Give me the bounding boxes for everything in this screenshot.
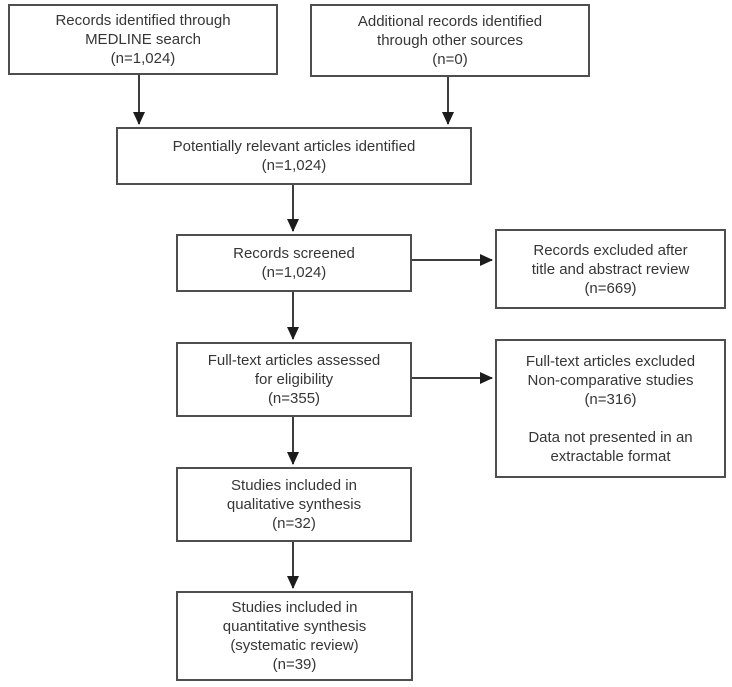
box-text-line: Non-comparative studies [527,371,694,389]
box-text-line: through other sources [377,32,523,49]
box-count: (n=669) [584,279,637,297]
box-text-line: Studies included in [231,599,358,616]
box-qualitative-synthesis: Studies included in qualitative synthesi… [176,467,412,542]
box-text-line: Additional records identified [357,13,543,30]
box-count: (n=0) [432,51,468,68]
box-text-line: title and abstract review [531,260,690,278]
box-fulltext-assessed-eligibility: Full-text articles assessed for eligibil… [176,342,412,417]
box-text-line: extractable format [550,447,671,465]
box-additional-records-other-sources: Additional records identified through ot… [310,4,590,77]
box-quantitative-synthesis: Studies included in quantitative synthes… [176,591,413,681]
box-text-line: Records excluded after [533,241,688,259]
box-count: (n=1,024) [261,264,327,281]
box-text-line: Full-text articles excluded [525,352,696,370]
box-count: (n=1,024) [261,157,327,174]
box-text-line: qualitative synthesis [226,496,362,513]
box-text-line: Potentially relevant articles identified [172,138,416,155]
box-fulltext-excluded: Full-text articles excluded Non-comparat… [495,339,726,478]
box-text-line: Data not presented in an [528,428,693,446]
box-text-line: MEDLINE search [85,31,201,48]
box-records-excluded-title-abstract: Records excluded after title and abstrac… [495,229,726,309]
box-text-line: (systematic review) [230,637,359,654]
box-count: (n=355) [267,390,321,407]
box-records-screened: Records screened (n=1,024) [176,234,412,292]
box-potentially-relevant-articles: Potentially relevant articles identified… [116,127,472,185]
box-text-line: quantitative synthesis [222,618,367,635]
box-text-line: for eligibility [254,371,334,388]
box-text-line: Records identified through [55,12,231,29]
box-records-identified-medline: Records identified through MEDLINE searc… [8,4,278,75]
box-count: (n=32) [272,515,316,532]
box-text-line: Full-text articles assessed [207,352,381,369]
box-count: (n=39) [272,656,317,673]
box-text-line: Studies included in [231,477,357,494]
box-text-line: Records screened [233,245,355,262]
box-count: (n=1,024) [110,50,176,67]
box-count: (n=316) [584,390,637,408]
